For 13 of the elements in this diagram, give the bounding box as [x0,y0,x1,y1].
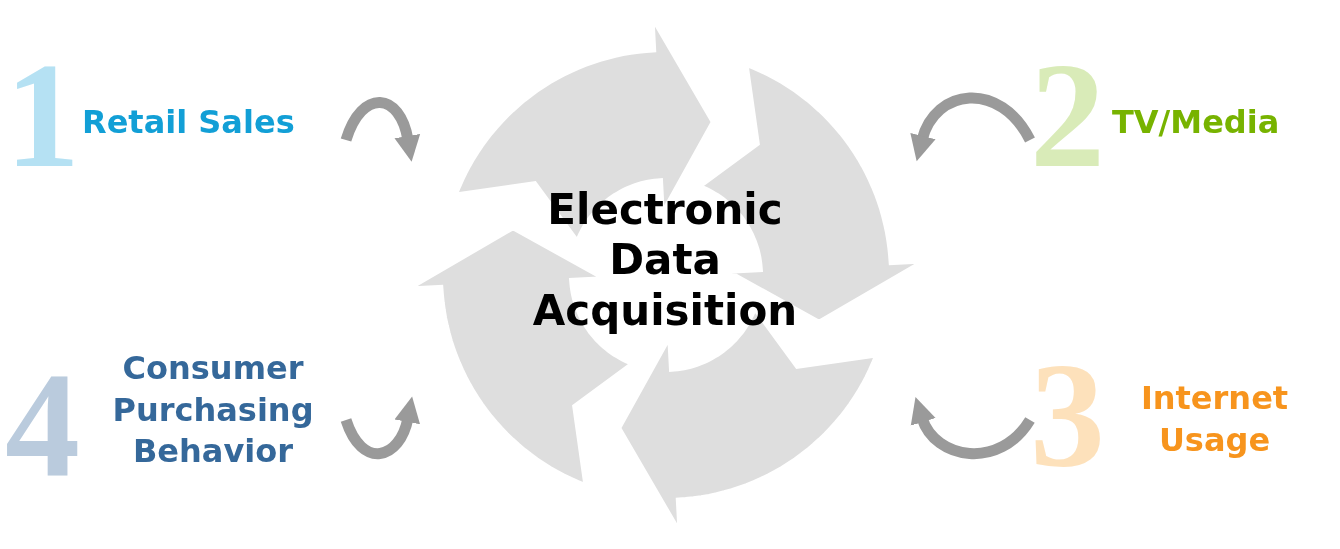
curved-arrow [340,396,420,459]
step-number: 2 [1030,40,1105,190]
curved-arrow [911,397,1035,459]
step-number: 3 [1030,340,1105,490]
step-label: Consumer Purchasing Behavior [111,348,315,473]
curved-arrow [340,97,420,162]
step-label: TV/Media [1112,102,1281,143]
curved-arrow [911,92,1035,161]
center-title: Electronic Data Acquisition [531,185,799,337]
step-label: Retail Sales [82,102,296,143]
step-number: 4 [5,350,80,500]
step-number: 1 [5,40,80,190]
step-label: Internet Usage [1139,378,1290,461]
